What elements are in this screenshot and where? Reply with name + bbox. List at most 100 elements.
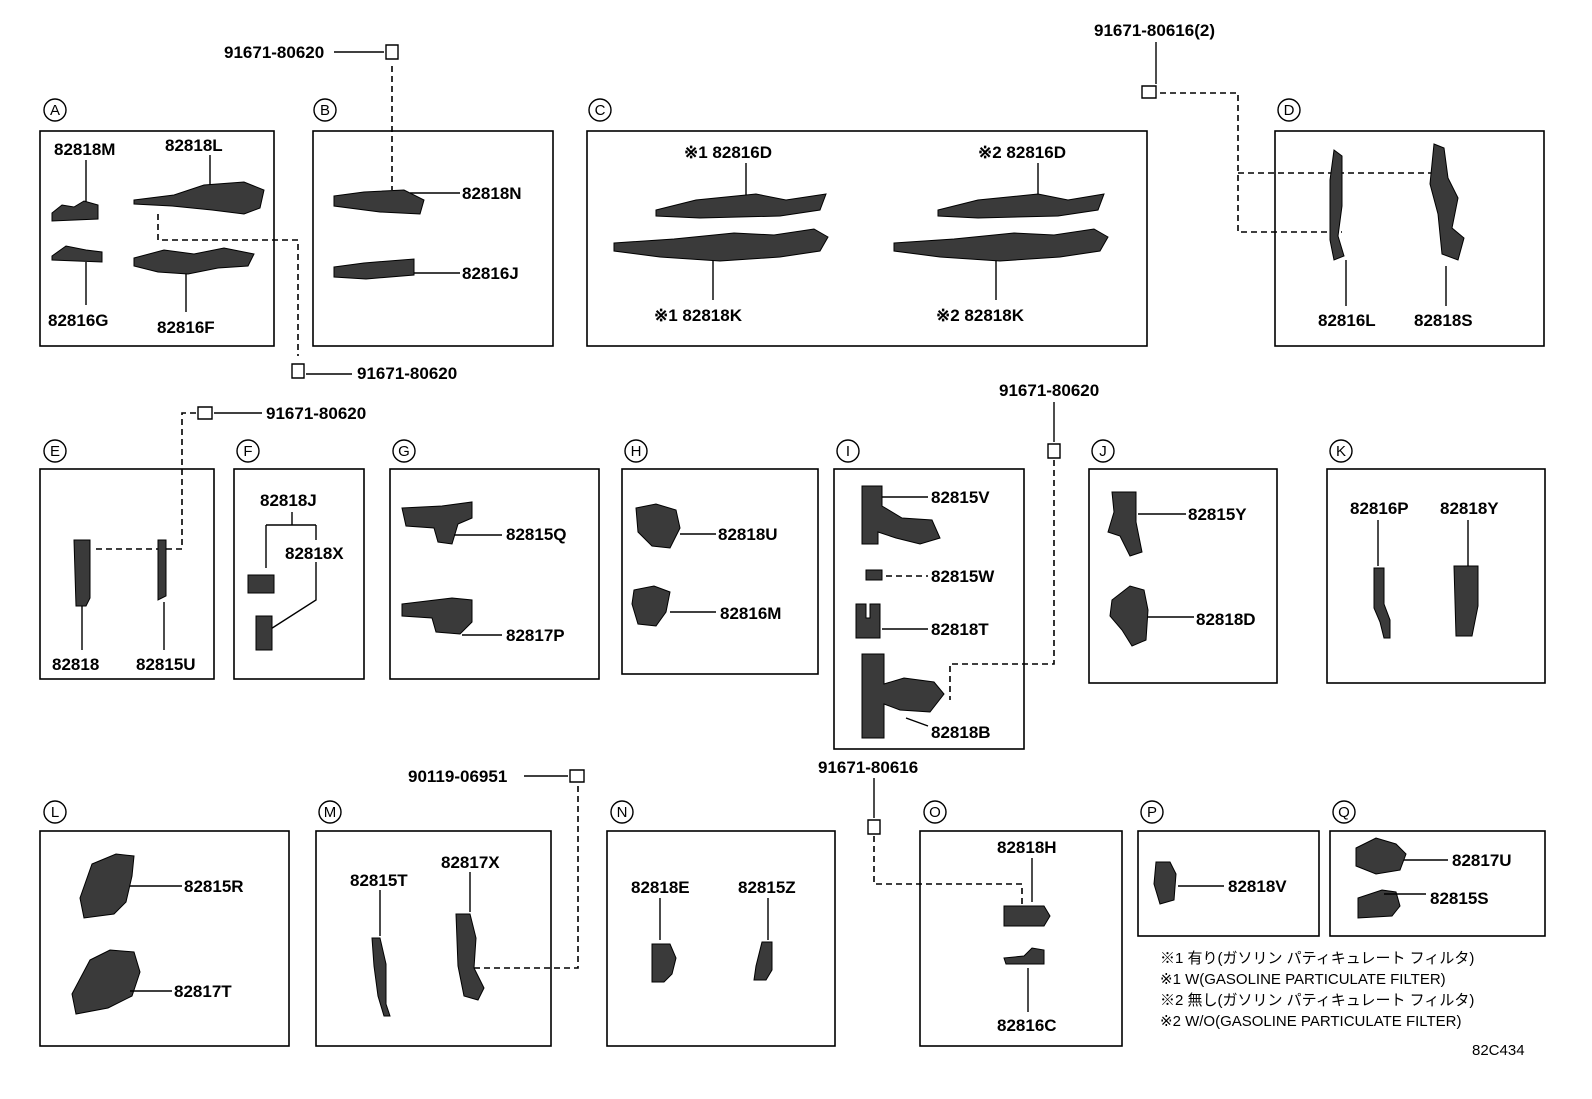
- part-82815r[interactable]: [79, 853, 135, 919]
- part-label-82818d[interactable]: 82818D: [1196, 610, 1256, 629]
- part-82815w[interactable]: [865, 569, 883, 581]
- section-l: L 82815R 82817T: [39, 800, 290, 1047]
- part-82815u[interactable]: [157, 539, 167, 601]
- bolt-icon[interactable]: [197, 406, 213, 420]
- part-82815v[interactable]: [861, 485, 941, 545]
- part-82815y[interactable]: [1107, 491, 1143, 557]
- part-82817p[interactable]: [401, 597, 473, 635]
- part-82815t[interactable]: [371, 937, 391, 1017]
- bolt-icon[interactable]: [291, 363, 305, 379]
- part-82818x[interactable]: [255, 615, 273, 651]
- part-label-82816g[interactable]: 82816G: [48, 311, 109, 330]
- part-82816m[interactable]: [631, 585, 671, 627]
- section-a-letter: A: [50, 102, 60, 119]
- section-n-box: [606, 830, 836, 1047]
- part-82816g[interactable]: [51, 245, 103, 263]
- fastener-label-under-a[interactable]: 91671-80620: [357, 364, 457, 383]
- part-label-82815t[interactable]: 82815T: [350, 871, 408, 890]
- part-label-82818s[interactable]: 82818S: [1414, 311, 1473, 330]
- part-label-82815u[interactable]: 82815U: [136, 655, 196, 674]
- fastener-label-m[interactable]: 90119-06951: [408, 767, 507, 786]
- fastener-label-o[interactable]: 91671-80616: [818, 758, 918, 777]
- part-label-82815v[interactable]: 82815V: [931, 488, 990, 507]
- fastener-label-top-d[interactable]: 91671-80616(2): [1094, 21, 1215, 40]
- part-82818m[interactable]: [51, 200, 99, 222]
- part-label-82818l[interactable]: 82818L: [165, 136, 223, 155]
- part-label-82816c[interactable]: 82816C: [997, 1016, 1057, 1035]
- part-label-82816l[interactable]: 82816L: [1318, 311, 1376, 330]
- part-label-82816m[interactable]: 82816M: [720, 604, 781, 623]
- part-82816d-1[interactable]: [655, 193, 827, 219]
- part-label-82816j[interactable]: 82816J: [462, 264, 519, 283]
- part-82818k-1[interactable]: [613, 228, 829, 262]
- part-label-82818v[interactable]: 82818V: [1228, 877, 1287, 896]
- part-82816p[interactable]: [1373, 567, 1391, 639]
- fastener-label-top-b[interactable]: 91671-80620: [224, 43, 324, 62]
- bolt-icon[interactable]: [1047, 443, 1061, 459]
- part-label-82816d-1[interactable]: ※1 82816D: [684, 143, 772, 162]
- part-82816d-2[interactable]: [937, 193, 1105, 219]
- part-label-82816p[interactable]: 82816P: [1350, 499, 1409, 518]
- part-label-82818e[interactable]: 82818E: [631, 878, 690, 897]
- part-label-82815w[interactable]: 82815W: [931, 567, 995, 586]
- part-82818u[interactable]: [635, 503, 681, 549]
- section-j-box: [1088, 468, 1278, 684]
- fastener-label-e[interactable]: 91671-80620: [266, 404, 366, 423]
- part-label-82818u[interactable]: 82818U: [718, 525, 778, 544]
- part-82818l[interactable]: [133, 181, 265, 215]
- part-82818t[interactable]: [855, 603, 881, 639]
- part-label-82817u[interactable]: 82817U: [1452, 851, 1512, 870]
- part-label-82815y[interactable]: 82815Y: [1188, 505, 1247, 524]
- part-82818b[interactable]: [861, 653, 945, 739]
- bolt-icon[interactable]: [867, 819, 881, 835]
- part-82818j[interactable]: [247, 574, 275, 594]
- part-label-82817p[interactable]: 82817P: [506, 626, 565, 645]
- part-label-82818x[interactable]: 82818X: [285, 544, 344, 563]
- part-82818v[interactable]: [1153, 861, 1177, 905]
- part-82815s[interactable]: [1357, 889, 1401, 919]
- part-label-82816d-2[interactable]: ※2 82816D: [978, 143, 1066, 162]
- part-label-82818m[interactable]: 82818M: [54, 140, 115, 159]
- part-label-82818h[interactable]: 82818H: [997, 838, 1057, 857]
- part-label-82818k-1[interactable]: ※1 82818K: [654, 306, 743, 325]
- part-label-82817x[interactable]: 82817X: [441, 853, 500, 872]
- bolt-icon[interactable]: [569, 769, 585, 783]
- bolt-icon[interactable]: [1141, 85, 1157, 99]
- part-label-82818b[interactable]: 82818B: [931, 723, 991, 742]
- part-82816j[interactable]: [333, 258, 415, 280]
- part-label-82818y[interactable]: 82818Y: [1440, 499, 1499, 518]
- part-82815z[interactable]: [753, 941, 773, 981]
- part-label-82815z[interactable]: 82815Z: [738, 878, 796, 897]
- part-82815q[interactable]: [401, 501, 473, 545]
- part-82818h[interactable]: [1003, 905, 1051, 927]
- part-label-82816f[interactable]: 82816F: [157, 318, 215, 337]
- section-c-box: [586, 130, 1148, 347]
- part-label-82818t[interactable]: 82818T: [931, 620, 989, 639]
- part-82818y[interactable]: [1453, 565, 1479, 637]
- bolt-icon[interactable]: [385, 44, 399, 60]
- part-label-82817t[interactable]: 82817T: [174, 982, 232, 1001]
- part-82818k-2[interactable]: [893, 228, 1109, 262]
- part-82816l[interactable]: [1329, 149, 1345, 261]
- part-82817x[interactable]: [455, 913, 485, 1001]
- part-82816c[interactable]: [1003, 947, 1045, 965]
- part-82818n[interactable]: [333, 189, 425, 215]
- part-label-82815q[interactable]: 82815Q: [506, 525, 567, 544]
- part-label-82818j[interactable]: 82818J: [260, 491, 317, 510]
- part-82818d[interactable]: [1109, 585, 1149, 647]
- part-label-82818[interactable]: 82818: [52, 655, 99, 674]
- section-m-marker: [318, 800, 342, 824]
- part-label-82818n[interactable]: 82818N: [462, 184, 522, 203]
- part-82817t[interactable]: [71, 949, 141, 1015]
- fastener-label-i[interactable]: 91671-80620: [999, 381, 1099, 400]
- section-o-letter: O: [929, 804, 941, 821]
- part-82818e[interactable]: [651, 943, 677, 983]
- part-82818s[interactable]: [1429, 143, 1465, 261]
- part-label-82815s[interactable]: 82815S: [1430, 889, 1489, 908]
- part-label-82815r[interactable]: 82815R: [184, 877, 244, 896]
- part-82818[interactable]: [73, 539, 91, 607]
- part-82817u[interactable]: [1355, 837, 1407, 875]
- part-82816f[interactable]: [133, 247, 255, 275]
- part-label-82818k-2[interactable]: ※2 82818K: [936, 306, 1025, 325]
